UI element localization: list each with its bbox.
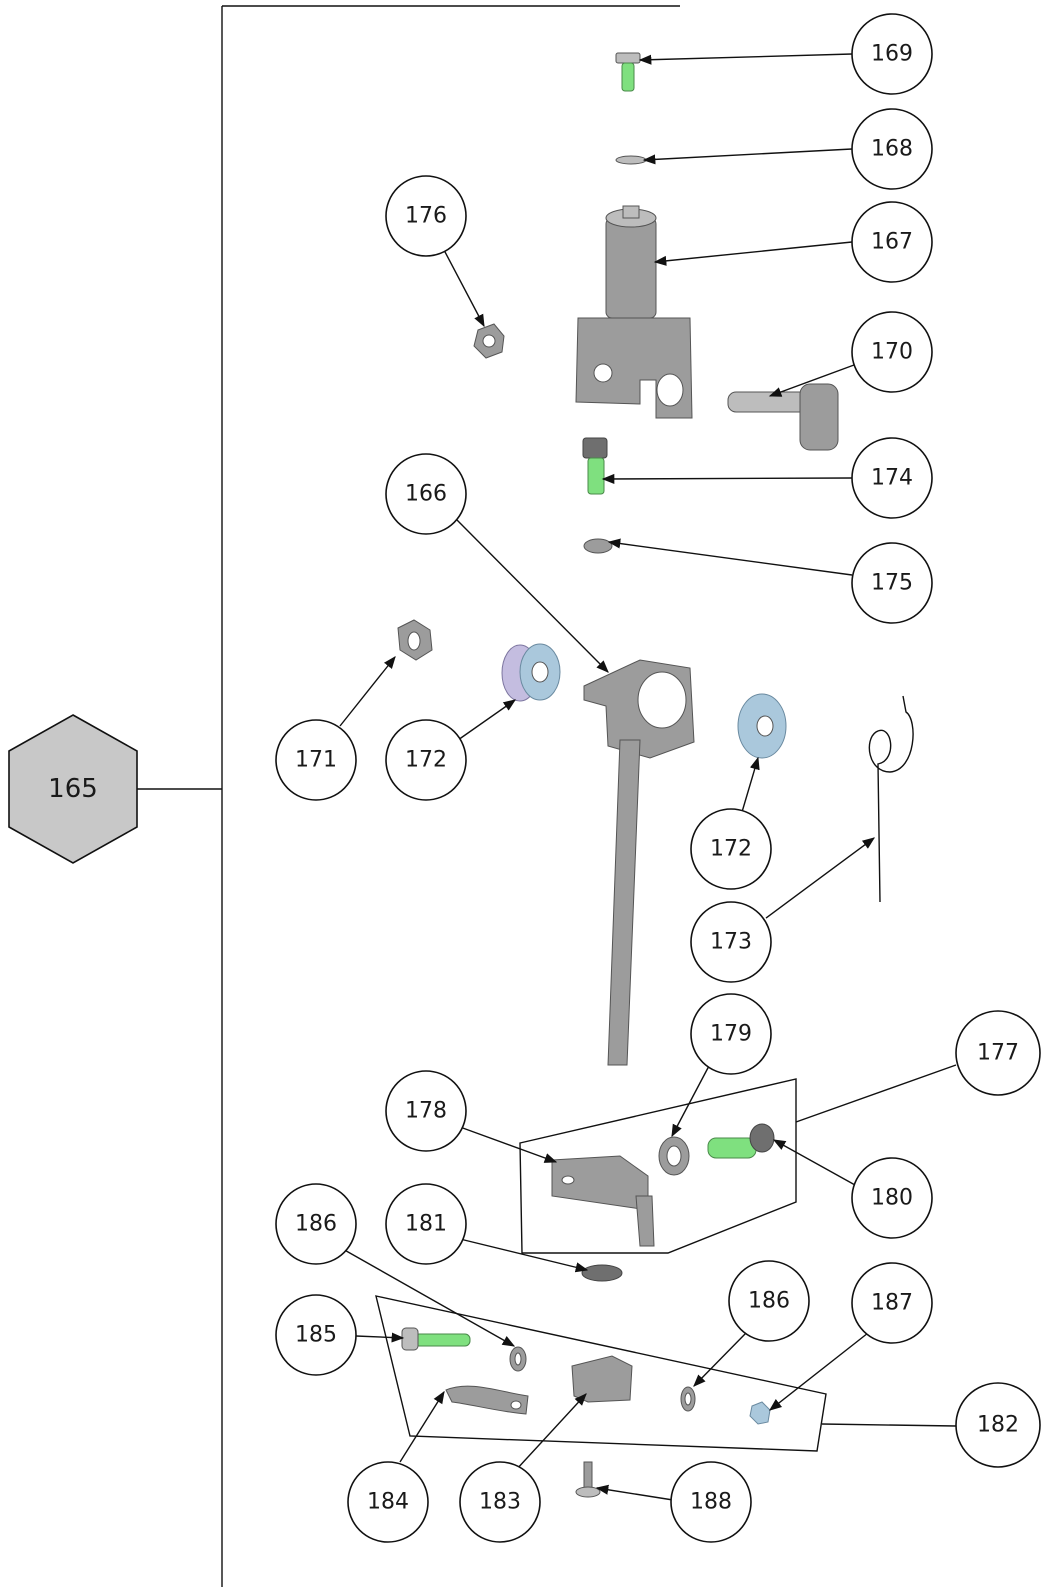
part-186-washer-upper [509,1346,527,1372]
callout-167-label: 167 [871,230,913,255]
callout-177-label: 177 [977,1041,1019,1066]
callout-166-label: 166 [405,482,447,507]
callout-167: 167 [851,201,933,283]
callout-171-label: 171 [295,748,337,773]
part-180-bolt [707,1123,775,1159]
callout-188-label: 188 [690,1490,732,1515]
callout-173: 173 [690,901,772,983]
callout-176-label: 176 [405,204,447,229]
callout-185-label: 185 [295,1323,337,1348]
part-188-screw [575,1461,601,1498]
part-181-block [581,1264,623,1282]
callout-182-label: 182 [977,1413,1019,1438]
part-186-washer-lower [680,1386,696,1412]
callout-187-label: 187 [871,1291,913,1316]
part-168-washer [615,155,647,165]
part-173-spring [868,695,914,903]
callout-175-label: 175 [871,571,913,596]
callout-174-label: 174 [871,466,913,491]
callout-169-label: 169 [871,42,913,67]
callout-176: 176 [385,175,467,257]
part-167-fork [575,205,693,419]
callout-171: 171 [275,719,357,801]
callout-168: 168 [851,108,933,190]
callout-169: 169 [851,13,933,95]
callout-172-right: 172 [690,808,772,890]
callout-188: 188 [670,1461,752,1543]
callout-170: 170 [851,311,933,393]
callout-187: 187 [851,1262,933,1344]
part-187-nut [749,1401,771,1425]
part-172-bushing-right [737,693,787,759]
callout-178-label: 178 [405,1099,447,1124]
callout-184-label: 184 [367,1490,409,1515]
callout-166: 166 [385,453,467,535]
callout-182: 182 [955,1382,1041,1468]
callout-186-upper: 186 [275,1183,357,1265]
callout-186-upper-label: 186 [295,1212,337,1237]
callout-172-right-label: 172 [710,837,752,862]
callout-183: 183 [459,1461,541,1543]
callout-186-lower-label: 186 [748,1289,790,1314]
part-171-nut [397,619,433,661]
part-178-bracket [551,1155,655,1247]
callout-180: 180 [851,1157,933,1239]
callout-180-label: 180 [871,1186,913,1211]
group-frame-177 [519,1078,797,1254]
assembly-hexagon: 165 [8,714,138,864]
part-172-bushing-left [501,643,561,702]
callout-179: 179 [690,993,772,1075]
callout-168-label: 168 [871,137,913,162]
callout-172-left-label: 172 [405,748,447,773]
callout-181: 181 [385,1183,467,1265]
callout-185: 185 [275,1294,357,1376]
callout-178: 178 [385,1070,467,1152]
part-184-clip [445,1385,529,1415]
callout-175: 175 [851,542,933,624]
part-183-block [571,1355,633,1403]
callout-177: 177 [955,1010,1041,1096]
part-174-bolt [582,437,608,495]
part-169-bolt [615,52,641,92]
assembly-label: 165 [48,774,98,804]
callout-181-label: 181 [405,1212,447,1237]
callout-170-label: 170 [871,340,913,365]
callout-179-label: 179 [710,1022,752,1047]
part-176-nut [473,323,505,359]
callout-183-label: 183 [479,1490,521,1515]
part-166-lever [583,659,695,1066]
callout-172-left: 172 [385,719,467,801]
part-179-lock-washer [658,1136,690,1176]
callout-186-lower: 186 [728,1260,810,1342]
part-185-screw [401,1327,471,1351]
leader-lines [339,53,957,1501]
part-170-pin [727,383,839,451]
callout-184: 184 [347,1461,429,1543]
tree-bracket [135,5,680,1587]
group-frame-182 [375,1295,827,1452]
callout-173-label: 173 [710,930,752,955]
callout-174: 174 [851,437,933,519]
part-175-washer [583,538,613,554]
